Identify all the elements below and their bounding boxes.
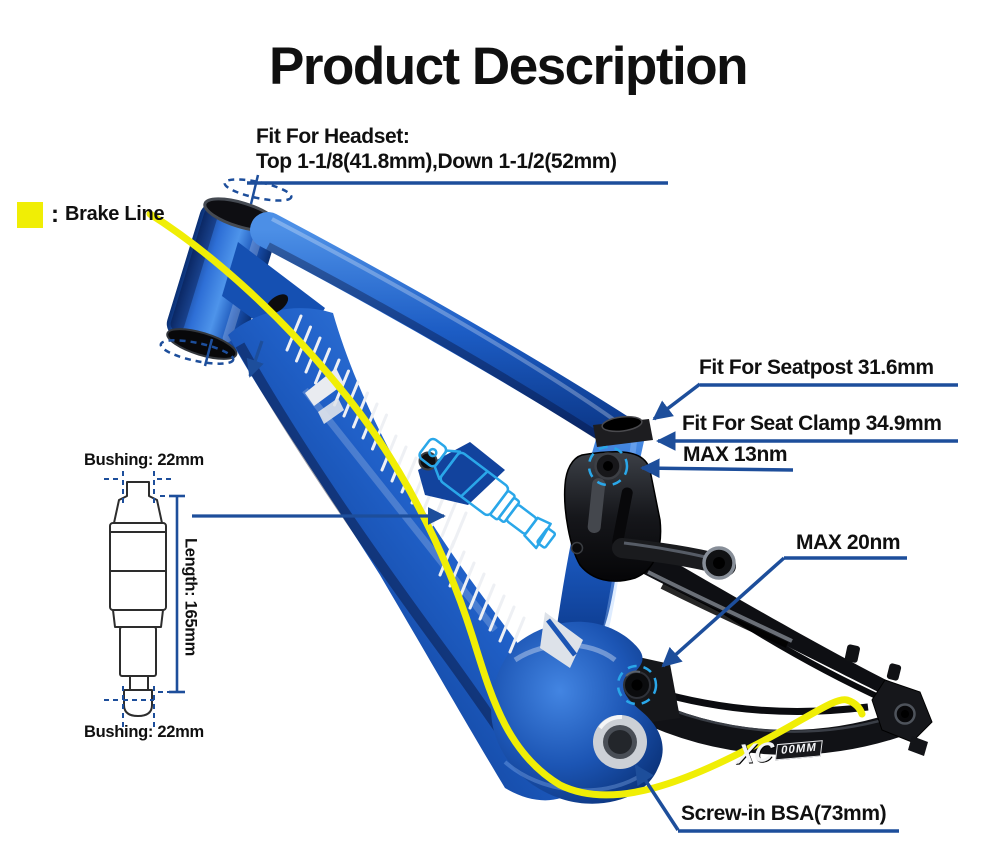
max20-annotation: MAX 20nm [796,531,901,554]
seatpost-arrow [652,382,702,421]
shock-length-label: Length: 165mm [181,538,200,657]
top-tube [250,212,643,454]
bsa-arrow [634,764,680,831]
bushing-bottom-label: Bushing: 22mm [84,723,204,741]
shock-shaft [119,626,157,677]
shock-front-mount [418,442,505,505]
headset-annotation: Fit For Headset: Top 1-1/8(41.8mm),Down … [256,125,617,175]
far-chainstay [649,686,869,715]
headset-indicators [159,174,293,378]
bottom-bracket-annotation: Screw-in BSA(73mm) [681,802,887,825]
decal-model: XC [735,736,775,770]
seatpost-opening [601,415,643,433]
brake-post [844,644,860,663]
torque-highlight-ring [587,445,629,487]
max13-annotation: MAX 13nm [683,443,788,466]
shock-schematic [104,471,185,728]
torque-highlight-ring [616,664,658,706]
derailleur-hanger [908,736,928,756]
headset-line2: Top 1-1/8(41.8mm),Down 1-1/2(52mm) [256,149,617,173]
rear-shock-outline [418,437,557,550]
max13-arrow [640,458,794,479]
shock-dimension-lines [104,471,185,728]
brake-post [886,663,902,681]
decal-travel: 00MM [774,740,823,761]
max20-arrow [661,556,786,668]
seatstay [636,545,902,702]
bottom-bracket-shell [593,714,647,769]
page-title: Product Description [268,37,749,96]
seatpost-annotation: Fit For Seatpost 31.6mm [699,356,934,379]
suspension-linkage [418,415,736,699]
annotation-lines [192,181,958,833]
headset-lower-arrow [246,340,264,378]
shock-bottom-eyelet [123,689,153,717]
legend-separator: : [51,201,59,228]
brake-line-legend: : Brake Line [17,201,165,229]
shock-body [109,522,167,611]
legend-label: Brake Line [65,203,165,226]
headset-line1: Fit For Headset: [256,125,410,148]
rear-triangle [612,545,933,756]
seat-clamp-annotation: Fit For Seat Clamp 34.9mm [682,412,942,435]
brake-line-path [146,210,866,799]
head-tube [166,197,280,360]
brake-line-color-swatch [17,202,43,229]
bushing-top-label: Bushing: 22mm [84,451,204,469]
